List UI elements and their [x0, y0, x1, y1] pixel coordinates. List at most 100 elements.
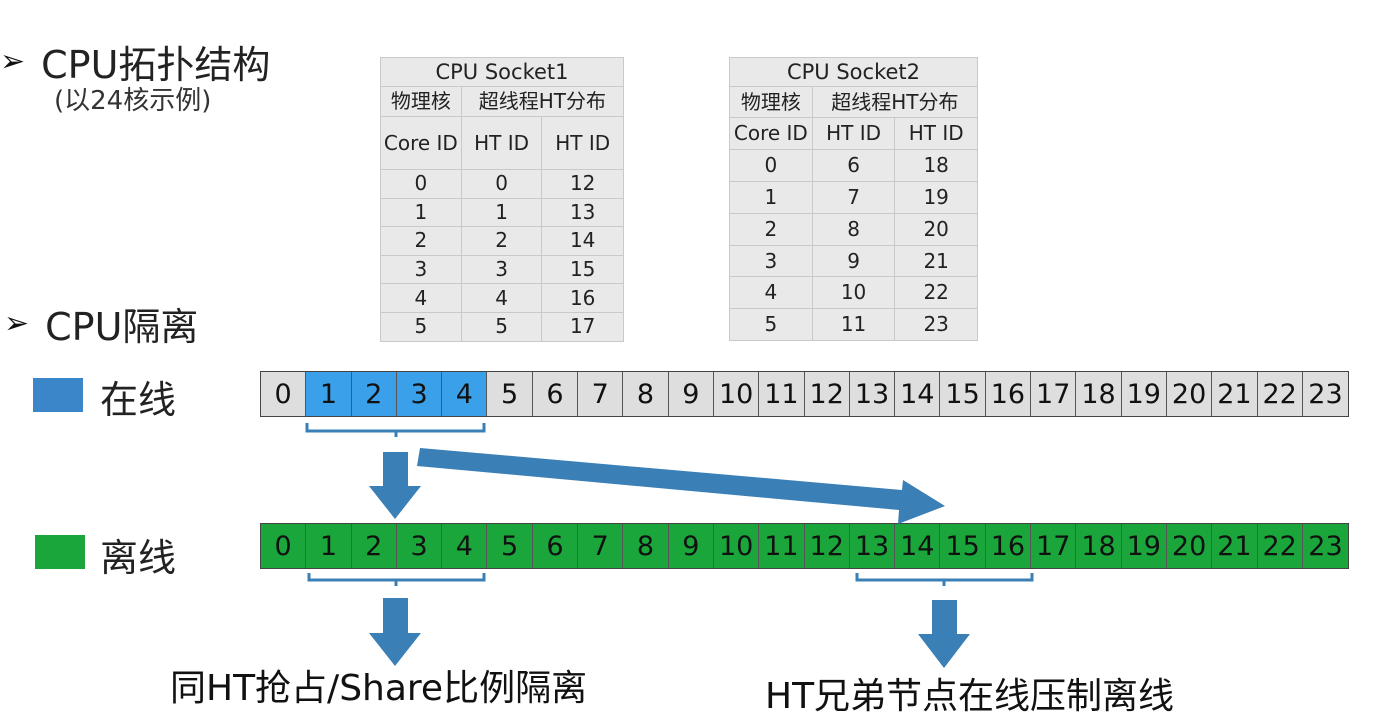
socket2-cell: 18 [894, 149, 978, 183]
offline-cpu-cell: 18 [1076, 524, 1122, 568]
socket1-cell: 0 [460, 169, 543, 199]
legend-offline-label: 离线 [100, 536, 177, 580]
offline-cpu-cell: 14 [895, 524, 941, 568]
offline-cpu-cell: 15 [940, 524, 986, 568]
offline-cpu-cell: 5 [487, 524, 533, 568]
legend-offline-swatch [35, 535, 85, 569]
socket2-cell: 20 [894, 212, 978, 246]
online-cpu-cell: 20 [1166, 372, 1213, 416]
offline-cpu-cell: 20 [1166, 524, 1213, 568]
socket1-cell: 1 [380, 197, 462, 228]
socket1-cell: 2 [460, 226, 543, 256]
offline-cpu-cell: 16 [985, 524, 1032, 568]
socket2-ht-id-header-1: HT ID [811, 117, 896, 151]
legend-online-swatch [33, 378, 83, 412]
offline-cpu-cell: 21 [1212, 524, 1258, 568]
socket2-cell: 4 [729, 276, 813, 310]
socket1-cell: 4 [380, 283, 462, 313]
socket1-physical-core-header: 物理核 [380, 86, 462, 117]
online-cpu-cell: 1 [306, 372, 352, 416]
socket2-physical-core-header: 物理核 [729, 86, 813, 119]
offline-cpu-cell: 9 [668, 524, 714, 568]
offline-cpu-cell: 19 [1121, 524, 1167, 568]
socket1-cell: 5 [380, 311, 462, 342]
online-cpu-cell: 15 [940, 372, 986, 416]
offline-cpu-cell: 1 [306, 524, 352, 568]
online-cpu-cell: 10 [713, 372, 760, 416]
socket2-cell: 2 [729, 212, 813, 246]
socket1-ht-header: 超线程HT分布 [460, 86, 625, 117]
online-cpu-cell: 0 [261, 372, 307, 416]
isolation-heading: ➢ CPU隔离 [4, 296, 198, 351]
offline-right-bracket [855, 573, 1034, 586]
socket1-cell: 2 [380, 226, 462, 256]
socket1-cell: 17 [541, 311, 624, 342]
offline-cpu-cell: 12 [804, 524, 850, 568]
socket1-cell: 13 [541, 197, 624, 228]
caption-left: 同HT抢占/Share比例隔离 [170, 668, 588, 709]
offline-cpu-cell: 11 [759, 524, 805, 568]
online-cpu-cell: 13 [849, 372, 896, 416]
online-cpu-cell: 21 [1212, 372, 1258, 416]
topology-subtitle: (以24核示例) [54, 86, 212, 116]
online-cpu-cell: 18 [1076, 372, 1122, 416]
offline-cpu-cell: 2 [351, 524, 397, 568]
socket1-cell: 12 [541, 169, 624, 199]
offline-cpu-cell: 17 [1031, 524, 1077, 568]
online-cpu-cell: 8 [623, 372, 669, 416]
socket2-ht-header: 超线程HT分布 [811, 86, 979, 119]
socket1-core-id-header: Core ID [380, 116, 462, 170]
socket2-cell: 23 [894, 308, 978, 341]
socket2-cell: 11 [811, 308, 896, 341]
socket2-title: CPU Socket2 [729, 56, 978, 88]
online-cpu-cell: 22 [1257, 372, 1303, 416]
socket1-cell: 5 [460, 311, 543, 342]
online-cpu-cell: 17 [1031, 372, 1077, 416]
socket2-cell: 5 [729, 308, 813, 341]
socket2-ht-id-header-2: HT ID [894, 117, 978, 151]
socket2-cell: 6 [811, 149, 896, 183]
offline-cpu-cell: 23 [1302, 524, 1349, 568]
bullet-arrow-icon: ➢ [4, 306, 30, 341]
online-cpu-cell: 19 [1121, 372, 1167, 416]
online-cpu-cell: 6 [532, 372, 579, 416]
offline-cpu-cell: 13 [849, 524, 896, 568]
offline-cpu-cell: 10 [713, 524, 760, 568]
caption-right: HT兄弟节点在线压制离线 [765, 676, 1175, 717]
online-cpu-cell: 4 [442, 372, 488, 416]
online-cpu-cell: 9 [668, 372, 714, 416]
offline-cpu-cell: 8 [623, 524, 669, 568]
socket1-table: CPU Socket1 物理核 超线程HT分布 Core ID HT ID HT… [380, 57, 625, 342]
isolation-title: CPU隔离 [45, 305, 199, 349]
socket1-cell: 0 [380, 169, 462, 199]
down-arrow-icon [369, 452, 421, 519]
online-cpu-cell: 5 [487, 372, 533, 416]
offline-cpu-cell: 22 [1257, 524, 1303, 568]
online-cpu-cell: 11 [759, 372, 805, 416]
socket2-table: CPU Socket2 物理核 超线程HT分布 Core ID HT ID HT… [729, 56, 979, 341]
online-bracket [305, 423, 486, 437]
offline-left-bracket [307, 573, 486, 586]
offline-cpu-cell: 6 [532, 524, 579, 568]
online-cpu-cell: 23 [1302, 372, 1349, 416]
online-cpu-cell: 7 [578, 372, 624, 416]
socket2-core-id-header: Core ID [729, 117, 813, 151]
bullet-arrow-icon: ➢ [0, 44, 26, 79]
socket1-cell: 15 [541, 254, 624, 285]
online-cpu-cell: 3 [396, 372, 443, 416]
socket2-cell: 8 [811, 212, 896, 246]
down-arrow-icon [918, 600, 970, 668]
